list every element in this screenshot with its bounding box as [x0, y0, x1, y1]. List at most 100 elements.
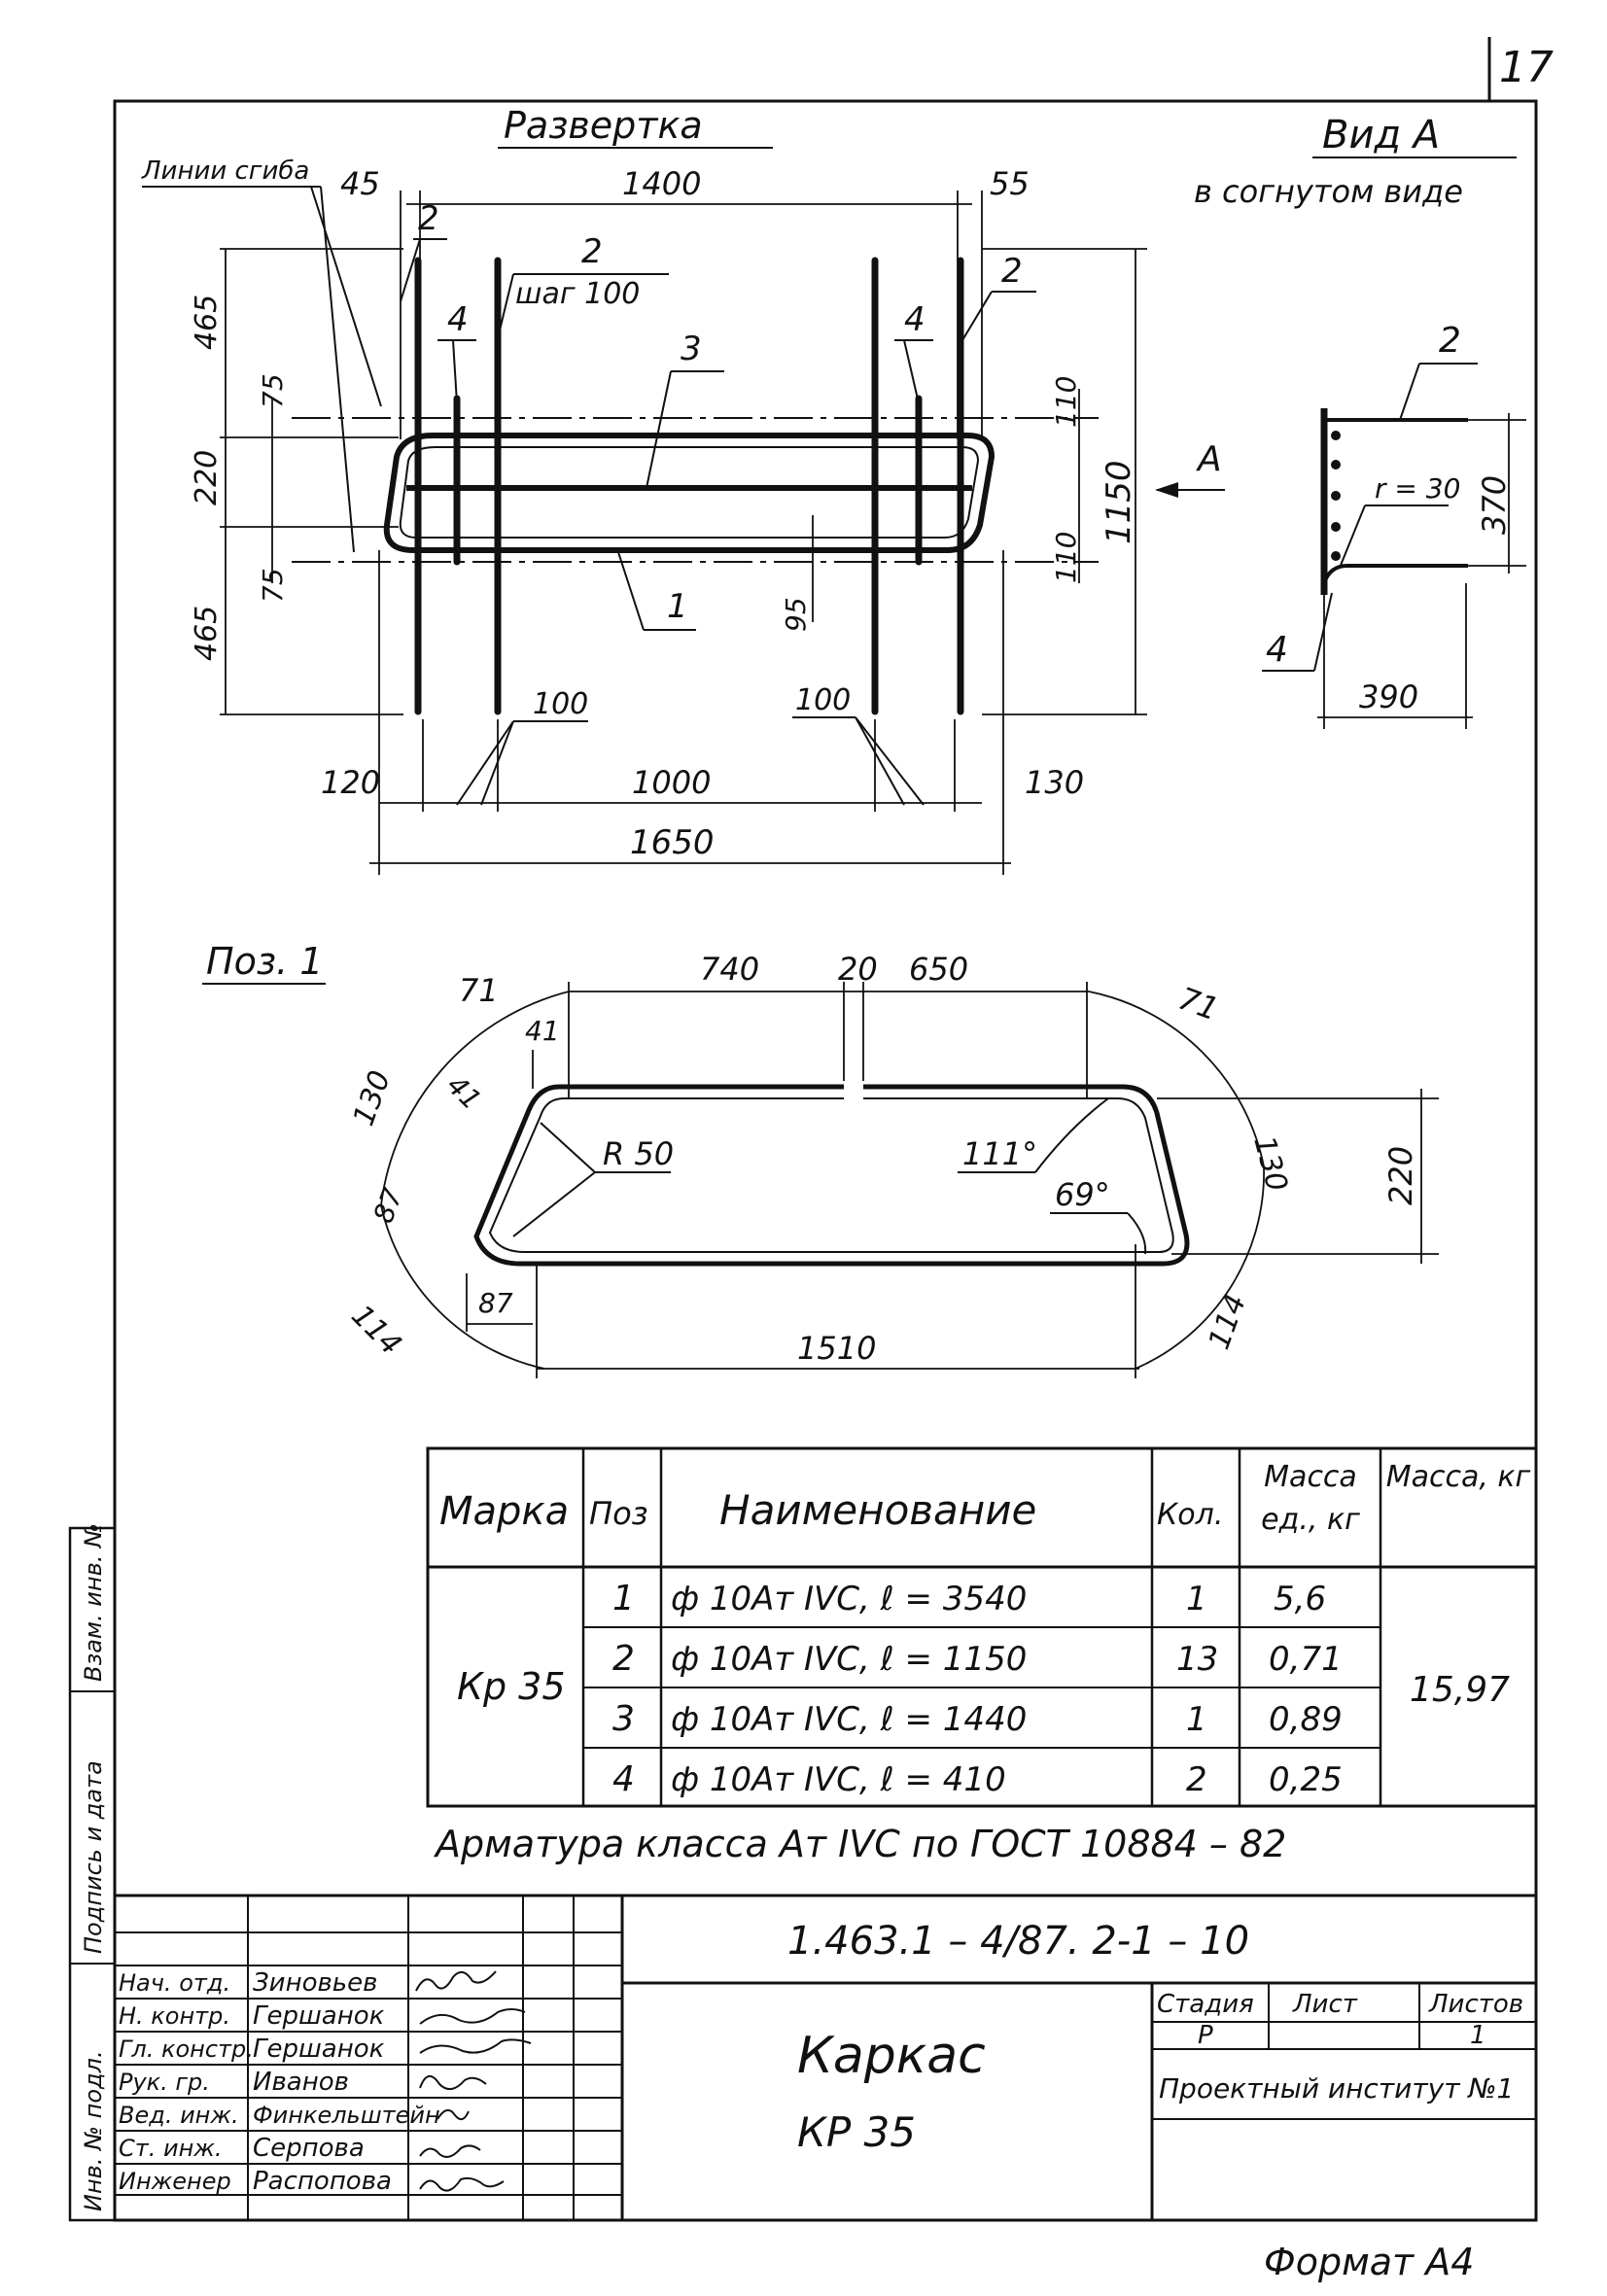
role-label: Нач. отд. [119, 1969, 230, 1997]
stamp-field-signature-date: Подпись и дата [80, 1760, 107, 1954]
table-row: 2 ф 10Ат IVС, ℓ = 1150 13 0,71 [612, 1639, 1343, 1679]
pos1-dim-gap: 20 [838, 951, 878, 988]
spec-row-name: ф 10Ат IVС, ℓ = 410 [671, 1760, 1006, 1799]
dim-spacing-left: 100 [533, 687, 588, 721]
sheet-label: Лист [1292, 1990, 1358, 2019]
role-name: Финкельштейн [253, 2102, 440, 2129]
dim-top-length: 1400 [622, 165, 701, 202]
spec-total-mass: 15,97 [1410, 1670, 1510, 1710]
view-a-pos4: 4 [1266, 630, 1288, 670]
view-a-subtitle: в согнутом виде [1194, 173, 1463, 210]
pos1-angle-acute: 69° [1055, 1176, 1110, 1213]
stage-label: Стадия [1157, 1990, 1254, 2019]
spec-mark: Кр 35 [457, 1665, 566, 1708]
pos1-detail: Поз. 1 740 20 650 1510 220 71 71 41 41 1… [202, 940, 1439, 1378]
leader-pos2-b: 2 [1001, 252, 1023, 291]
spec-row-pos: 2 [612, 1639, 635, 1679]
spec-row-qty: 1 [1186, 1580, 1207, 1618]
spec-row-qty: 1 [1186, 1700, 1207, 1739]
role-label: Рук. гр. [119, 2069, 210, 2096]
leader-pos3: 3 [681, 330, 702, 368]
table-row: 1 ф 10Ат IVС, ℓ = 3540 1 5,6 [612, 1579, 1326, 1618]
spec-row-unit-mass: 0,25 [1269, 1760, 1343, 1799]
dim-bottom-mid: 1000 [632, 764, 711, 801]
spec-row-pos: 3 [612, 1699, 635, 1739]
stage-value: Р [1198, 2021, 1213, 2050]
spec-header-mass: Масса, кг [1385, 1460, 1531, 1494]
spec-row-name: ф 10Ат IVС, ℓ = 1440 [671, 1700, 1027, 1739]
spec-row-pos: 4 [612, 1759, 635, 1799]
loop-pos1-inner [399, 446, 980, 539]
bend-lines-label-text: Линии сгиба [141, 157, 309, 186]
pos1-dim-114-right: 114 [1203, 1290, 1253, 1354]
spec-row-unit-mass: 5,6 [1274, 1580, 1326, 1618]
unfold-view: Развертка Линии сгиба 45 1400 55 [141, 104, 1225, 875]
dim-left-75-bottom: 75 [257, 568, 289, 603]
spec-header-mark: Марка [439, 1489, 569, 1534]
view-a-arrow-label: A [1196, 439, 1222, 479]
role-label: Гл. констр. [119, 2035, 254, 2063]
dim-right-110-bottom: 110 [1050, 532, 1082, 583]
role-label: Вед. инж. [119, 2102, 239, 2129]
role-name: Зиновьев [253, 1968, 377, 1998]
dim-overall-height: 1150 [1100, 460, 1138, 544]
view-a-pos2: 2 [1439, 321, 1461, 361]
pos1-dim-87-bottom: 87 [478, 1287, 513, 1319]
dim-spacing-95: 95 [780, 597, 812, 632]
dim-overall-width: 1650 [630, 823, 715, 862]
pos1-dim-114-left: 114 [344, 1299, 407, 1362]
pos1-dim-41-top: 41 [525, 1015, 560, 1047]
view-a: Вид А в согнутом виде 2 r = 30 370 4 390 [1194, 113, 1526, 729]
pos1-dim-height: 220 [1382, 1146, 1419, 1205]
pos1-dim-top-left: 740 [700, 951, 759, 988]
role-label: Н. контр. [119, 2002, 230, 2030]
unfold-title: Развертка [504, 104, 703, 147]
dim-bottom-left: 120 [321, 764, 380, 801]
dim-left-offset: 45 [340, 165, 380, 202]
spec-row-name: ф 10Ат IVС, ℓ = 1150 [671, 1640, 1027, 1679]
spec-header-unit-mass: Масса ед., кг [1261, 1460, 1360, 1537]
spec-row-unit-mass: 0,89 [1269, 1700, 1343, 1739]
signature-marks [415, 1970, 532, 2192]
pos1-loop-inner [488, 1097, 1174, 1253]
arrow-a-icon [1155, 482, 1178, 498]
side-stamp: Взам. инв. № Подпись и дата Инв. № подл. [68, 1523, 117, 2222]
view-a-title: Вид А [1322, 113, 1440, 157]
organization: Проектный институт №1 [1159, 2072, 1514, 2105]
pos1-dim-top-right: 650 [909, 951, 968, 988]
stamp-field-inv-original: Инв. № подл. [80, 2050, 107, 2211]
leader-pos1: 1 [667, 587, 688, 626]
dim-right-offset: 55 [990, 165, 1030, 202]
role-name: Серпова [253, 2134, 365, 2163]
doc-code: 1.463.1 – 4/87. 2-1 – 10 [787, 1919, 1249, 1964]
spec-header-name: Наименование [719, 1486, 1036, 1534]
spec-row-qty: 2 [1186, 1760, 1207, 1799]
pos1-radius: R 50 [603, 1135, 674, 1172]
spec-table: Марка Поз Наименование Кол. Масса ед., к… [426, 1446, 1538, 1865]
pos1-dim-130-left: 130 [347, 1066, 398, 1131]
view-a-radius: r = 30 [1375, 472, 1460, 504]
leader-pos2-a: 2 [418, 199, 439, 238]
sheet-frame: 17 [113, 37, 1554, 2222]
role-label: Инженер [119, 2168, 231, 2195]
role-name: Иванов [253, 2068, 349, 2097]
spec-header-qty: Кол. [1157, 1498, 1223, 1532]
table-row: 4 ф 10Ат IVС, ℓ = 410 2 0,25 [612, 1759, 1343, 1799]
page-number: 17 [1499, 43, 1554, 92]
loop-pos1-outer [383, 433, 996, 553]
stamp-field-replace-inv: Взам. инв. № [80, 1523, 107, 1682]
table-row: 3 ф 10Ат IVС, ℓ = 1440 1 0,89 [612, 1699, 1343, 1739]
pos1-dim-87-side: 87 [367, 1183, 409, 1227]
sheets-value: 1 [1470, 2021, 1486, 2050]
leader-pos4-b: 4 [904, 300, 926, 339]
sheets-label: Листов [1428, 1990, 1523, 2019]
pos1-dim-71-right: 71 [1173, 980, 1223, 1028]
dim-spacing-right: 100 [795, 683, 851, 717]
spec-note: Арматура класса Ат IVС по ГОСТ 10884 – 8… [433, 1823, 1286, 1865]
dim-left-bottom: 465 [190, 606, 224, 661]
spec-row-pos: 1 [612, 1579, 635, 1618]
spec-row-qty: 13 [1176, 1640, 1218, 1679]
pos1-dim-71-left: 71 [459, 972, 499, 1009]
spec-row-name: ф 10Ат IVС, ℓ = 3540 [671, 1580, 1027, 1618]
